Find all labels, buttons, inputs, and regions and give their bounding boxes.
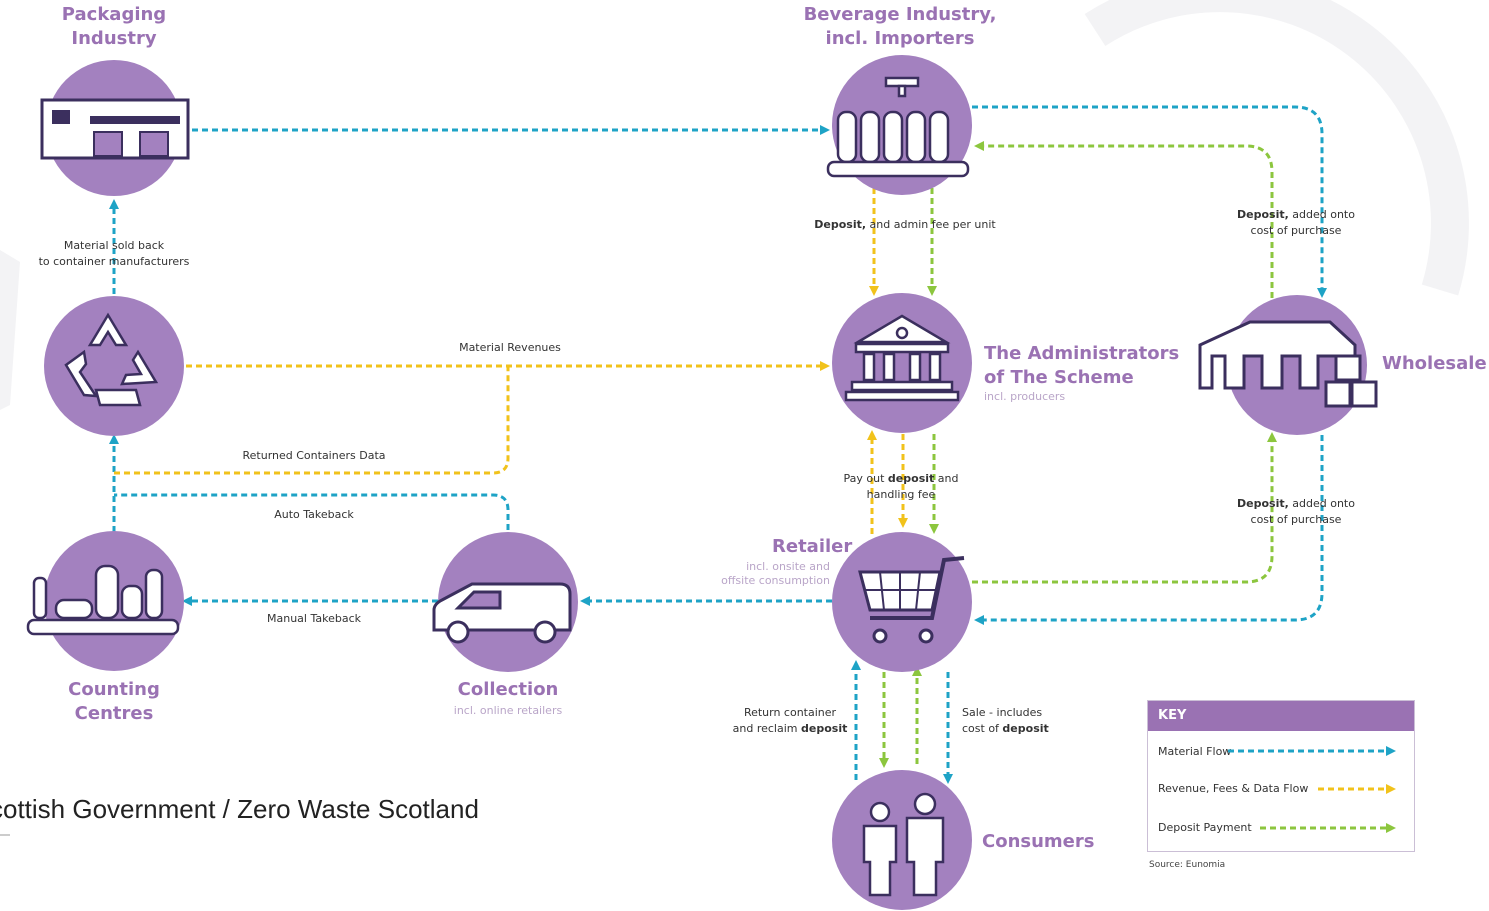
material-sold-line-2: to container manufacturers [38, 255, 190, 268]
legend-deposit-payment: Deposit Payment [1158, 821, 1252, 834]
material-revenues-label: Material Revenues [459, 341, 561, 354]
legend-swatches [1228, 746, 1396, 833]
counting-title: Counting Centres [54, 678, 174, 726]
flow-beverage-to-wholesale [972, 105, 1327, 298]
beverage-title-line-2: incl. Importers [825, 28, 975, 49]
flow-returned-containers-data [114, 366, 510, 475]
return-text-b: deposit [801, 722, 848, 735]
retailer-subtitle-line-2: offsite consumption [721, 574, 830, 587]
collection-title: Collection [457, 679, 559, 700]
sale-text-a: cost of [962, 722, 1003, 735]
bank-building-icon [844, 314, 960, 402]
return-line-1: Return container [743, 706, 837, 719]
beverage-title: Beverage Industry, incl. Importers [800, 3, 1000, 51]
sale-label: Sale - includes cost of deposit [962, 705, 1049, 737]
factory-icon [40, 98, 190, 160]
auto-takeback-label: Auto Takeback [274, 508, 354, 521]
payout-text-b: deposit [887, 472, 935, 485]
retailer-subtitle-line-1: incl. onsite and [746, 560, 830, 573]
collection-subtitle: incl. online retailers [453, 704, 563, 717]
packaging-title-line-1: Packaging [61, 4, 167, 25]
wholesale-deposit-top-label: Deposit, added onto cost of purchase [1226, 207, 1366, 239]
beverage-node [826, 55, 972, 195]
flow-retailer-to-wholesale [972, 432, 1277, 584]
administrators-subtitle: incl. producers [984, 390, 1066, 403]
background-arc [1084, 0, 1469, 296]
van-icon [432, 582, 572, 644]
sale-text-b: deposit [1002, 722, 1049, 735]
wholesale-title: Wholesale [1382, 353, 1487, 374]
packaging-title-line-2: Industry [71, 28, 157, 49]
material-sold-line-1: Material sold back [63, 239, 165, 252]
return-container-label: Return container and reclaim deposit [728, 705, 852, 737]
retailer-subtitle: incl. onsite and offsite consumption [700, 560, 830, 588]
beverage-title-line-1: Beverage Industry, [803, 4, 997, 25]
material-sold-label: Material sold back to container manufact… [14, 238, 214, 270]
payout-line-2: handling fee [866, 488, 936, 501]
manual-takeback-label: Manual Takeback [267, 612, 361, 625]
administrators-title-line-2: of The Scheme [984, 367, 1134, 388]
wholesale-top-line-2: cost of purchase [1250, 224, 1342, 237]
wholesale-top-bold: Deposit, [1237, 208, 1289, 221]
warehouse-icon [1198, 320, 1378, 408]
sale-line-1: Sale - includes [962, 706, 1043, 719]
packaging-title: Packaging Industry [54, 3, 174, 51]
shopping-cart-icon [858, 556, 965, 644]
counting-node [26, 531, 184, 671]
legend-box: KEY Material Flow Revenue, Fees & Data F… [1147, 700, 1415, 852]
administrators-node [832, 293, 972, 433]
people-icon [862, 792, 945, 897]
retailer-title: Retailer [772, 536, 853, 557]
footer-rule [0, 834, 10, 836]
flow-wholesale-to-retailer [974, 435, 1324, 625]
wholesale-top-rest: added onto [1288, 208, 1355, 221]
packaging-node [40, 60, 190, 196]
wholesale-deposit-bottom-label: Deposit, added onto cost of purchase [1226, 496, 1366, 528]
footer-caption: cottish Government / Zero Waste Scotland [0, 794, 479, 824]
payout-label: Pay out deposit and handling fee [836, 471, 966, 503]
counting-title-line-1: Counting [68, 679, 160, 700]
returned-containers-data-label: Returned Containers Data [242, 449, 386, 462]
consumers-node [832, 770, 972, 910]
bottles-conveyor-icon [826, 76, 970, 178]
return-text-a: and reclaim [732, 722, 801, 735]
legend-heading: KEY [1148, 701, 1414, 731]
deposit-admin-bold: Deposit, [814, 218, 867, 231]
wholesale-bottom-bold: Deposit, [1237, 497, 1289, 510]
administrators-title-line-1: The Administrators [984, 343, 1180, 364]
collection-node [432, 532, 578, 672]
consumers-title: Consumers [982, 831, 1095, 852]
administrators-title: The Administrators of The Scheme [984, 342, 1179, 390]
retailer-node [832, 532, 972, 672]
source-label: Source: Eunomia [1149, 860, 1226, 870]
deposit-admin-rest: and admin fee per unit [866, 218, 996, 231]
legend-revenue-flow: Revenue, Fees & Data Flow [1158, 782, 1309, 795]
wholesale-node [1198, 295, 1378, 435]
flow-collection-auto-takeback [114, 493, 510, 530]
payout-text-c: and [934, 472, 959, 485]
payout-text-a: Pay out [843, 472, 888, 485]
counting-title-line-2: Centres [74, 703, 154, 724]
counting-conveyor-icon [26, 564, 180, 636]
background-wedge [0, 250, 20, 410]
recycling-node [44, 296, 184, 436]
recycle-icon [64, 312, 159, 407]
legend-material-flow: Material Flow [1158, 745, 1232, 758]
wholesale-bottom-rest: added onto [1288, 497, 1355, 510]
deposit-admin-fee-label: Deposit, and admin fee per unit [800, 217, 1010, 233]
wholesale-bottom-line-2: cost of purchase [1250, 513, 1342, 526]
